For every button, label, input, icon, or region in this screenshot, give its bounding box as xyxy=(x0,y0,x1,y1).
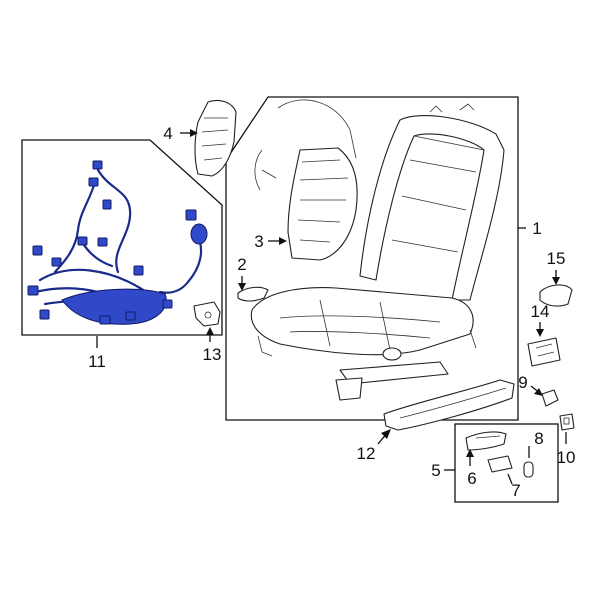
switch-group-box xyxy=(454,423,559,503)
cap-part[interactable] xyxy=(539,284,573,307)
arrow-14 xyxy=(536,329,544,337)
side-cover-part[interactable] xyxy=(194,99,237,177)
callout-8: 8 xyxy=(534,429,543,448)
leader-7 xyxy=(507,473,513,485)
callout-12: 12 xyxy=(357,444,376,463)
seat-frame-group-box xyxy=(225,96,519,421)
callout-3: 3 xyxy=(254,232,263,251)
small-bracket-part[interactable] xyxy=(559,413,575,431)
callout-15: 15 xyxy=(547,249,566,268)
arrow-15 xyxy=(552,277,560,285)
small-knob-part[interactable] xyxy=(541,389,559,407)
callout-4: 4 xyxy=(163,124,172,143)
callout-1: 1 xyxy=(532,219,541,238)
arrow-12 xyxy=(381,429,391,439)
arrow-6 xyxy=(466,449,474,457)
seat-frame-part[interactable] xyxy=(250,103,505,401)
callout-14: 14 xyxy=(531,302,550,321)
back-panel-part[interactable] xyxy=(254,99,358,261)
harness-group-box xyxy=(21,139,223,336)
callout-10: 10 xyxy=(557,448,576,467)
arrow-9 xyxy=(534,388,543,396)
callout-7: 7 xyxy=(511,481,520,500)
arrow-3 xyxy=(279,237,287,245)
button-part-8[interactable] xyxy=(523,461,534,478)
arrow-4 xyxy=(190,129,198,137)
clip-part[interactable] xyxy=(193,301,221,327)
wire-harness-part[interactable] xyxy=(27,160,208,325)
callout-5: 5 xyxy=(431,461,440,480)
bracket-cover-part[interactable] xyxy=(527,337,561,367)
arrow-13 xyxy=(206,327,214,335)
callout-6: 6 xyxy=(467,469,476,488)
arrow-2 xyxy=(238,283,246,291)
callout-11: 11 xyxy=(88,352,106,371)
callout-13: 13 xyxy=(203,345,222,364)
callout-2: 2 xyxy=(237,255,246,274)
switch-part-6[interactable] xyxy=(465,431,507,451)
side-shield-part[interactable] xyxy=(383,379,515,431)
knob-part[interactable] xyxy=(237,286,269,302)
callout-9: 9 xyxy=(518,373,527,392)
switch-part-7[interactable] xyxy=(487,455,513,473)
